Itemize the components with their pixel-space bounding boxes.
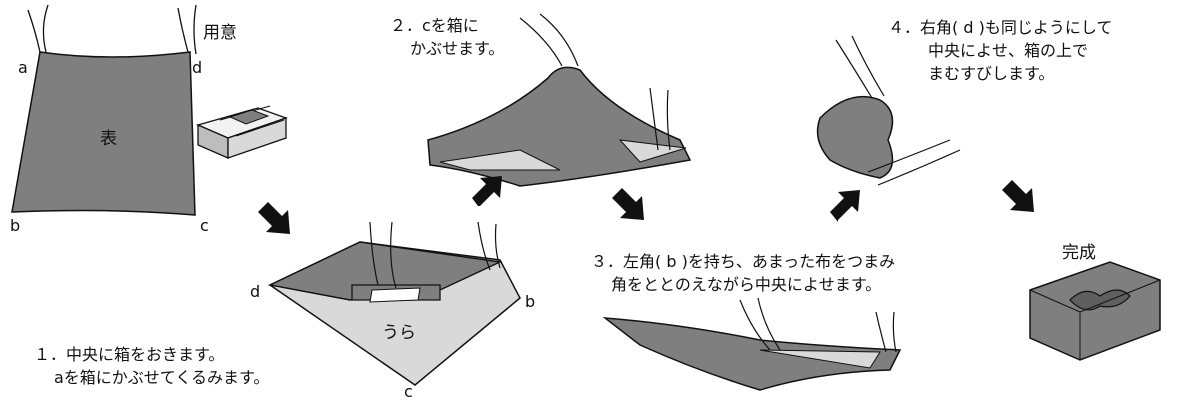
- corner-c-left: c: [200, 216, 209, 235]
- step3-illustration: [602, 297, 902, 391]
- arrow-4: [830, 190, 860, 222]
- arrow-3: [612, 188, 644, 220]
- corner-b-step1: b: [525, 292, 536, 311]
- step4-line2: 中央によせ、箱の上で: [928, 41, 1089, 60]
- prepared-cloth-illustration: [11, 4, 197, 216]
- corner-d-step1: d: [250, 282, 261, 301]
- step4-line1: ４．右角( d )も同じようにして: [888, 18, 1113, 37]
- finished-illustration: [1029, 261, 1161, 361]
- label-face: 表: [100, 129, 117, 149]
- corner-d-top: d: [192, 58, 203, 77]
- step4-line3: まむすびします。: [928, 64, 1055, 83]
- step2-line2: かぶせます。: [410, 39, 505, 58]
- step3-line2: 角をととのえながら中央によせます。: [611, 275, 882, 294]
- arrow-2: [472, 176, 502, 206]
- corner-c-step1: c: [404, 382, 413, 401]
- step4-illustration: [816, 35, 961, 186]
- corner-a-top: a: [18, 58, 28, 77]
- step1-line2: aを箱にかぶせてくるみます。: [54, 368, 270, 387]
- corner-b-left: b: [10, 216, 21, 235]
- step1-line1: １．中央に箱をおきます。: [34, 345, 225, 364]
- step3-line1: ３．左角( b )を持ち、あまった布をつまみ: [591, 252, 896, 271]
- step2-illustration: [427, 13, 692, 187]
- gift-box-illustration: [196, 105, 288, 159]
- arrows: [258, 176, 1034, 234]
- arrow-5: [1002, 180, 1034, 212]
- label-done: 完成: [1062, 243, 1096, 263]
- step1-illustration: [267, 221, 521, 386]
- step2-line1: ２．cを箱に: [390, 16, 479, 35]
- arrow-1: [258, 202, 290, 234]
- label-prepare: 用意: [203, 23, 237, 43]
- label-back: うら: [382, 323, 416, 343]
